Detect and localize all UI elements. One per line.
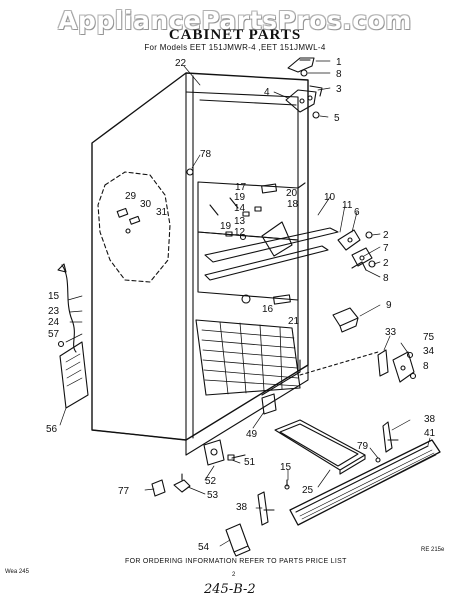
callout-16: 16 xyxy=(262,304,274,315)
callout-4: 4 xyxy=(264,87,270,98)
callout-8b: 8 xyxy=(383,273,389,284)
callout-21: 21 xyxy=(288,316,300,327)
cabinet-shell xyxy=(91,72,339,456)
callout-25: 25 xyxy=(302,485,314,496)
bottom-hinge-parts xyxy=(151,393,277,497)
callout-31: 31 xyxy=(156,207,168,218)
callout-15b: 15 xyxy=(280,462,292,473)
callout-19: 19 xyxy=(234,192,246,203)
callout-22: 22 xyxy=(175,58,187,69)
watermark: AppliancePartsPros.com xyxy=(58,6,412,35)
callout-54: 54 xyxy=(198,542,210,553)
callout-6: 6 xyxy=(354,207,360,218)
callout-29: 29 xyxy=(125,191,137,202)
fasteners xyxy=(186,168,293,305)
control-panel-56 xyxy=(57,263,89,409)
page-title: CABINET PARTS xyxy=(168,27,302,43)
callout-49: 49 xyxy=(246,429,258,440)
callout-19b: 19 xyxy=(220,221,232,232)
right-hinge-bracket xyxy=(337,229,376,271)
handwritten-note: 245-B-2 xyxy=(204,582,256,597)
callout-15: 15 xyxy=(48,291,60,302)
callout-3: 3 xyxy=(336,84,342,95)
callout-53: 53 xyxy=(207,490,219,501)
callout-2b: 2 xyxy=(383,258,389,269)
callout-56: 56 xyxy=(46,424,58,435)
callout-34: 34 xyxy=(423,346,435,357)
crisper-tray-25 xyxy=(274,419,366,475)
callout-9: 9 xyxy=(386,300,392,311)
callout-18: 18 xyxy=(287,199,299,210)
drawing-code: RE 215e xyxy=(421,547,445,553)
callout-10: 10 xyxy=(324,192,336,203)
callout-38b: 38 xyxy=(236,502,248,513)
reference-code: Wea 245 xyxy=(5,569,29,575)
callout-20: 20 xyxy=(286,188,298,199)
callout-8c: 8 xyxy=(423,361,429,372)
side-cutaway xyxy=(97,171,171,283)
callout-30: 30 xyxy=(140,199,152,210)
part-54-cover xyxy=(225,523,251,557)
callout-1: 1 xyxy=(336,57,342,68)
hinge-bracket-lower xyxy=(299,349,417,383)
callout-labels: 22 1 8 3 4 5 78 17 20 10 11 6 2 7 2 8 29… xyxy=(46,57,436,553)
callout-52: 52 xyxy=(205,476,217,487)
callout-23: 23 xyxy=(48,306,60,317)
callout-2: 2 xyxy=(383,230,389,241)
callout-13: 13 xyxy=(234,216,246,227)
leader-lines xyxy=(59,60,431,547)
callout-57: 57 xyxy=(48,329,60,340)
callout-75: 75 xyxy=(423,332,435,343)
callout-17: 17 xyxy=(235,182,247,193)
callout-79: 79 xyxy=(357,441,369,452)
callout-14: 14 xyxy=(234,203,246,214)
callout-51: 51 xyxy=(244,457,256,468)
mounting-brackets-38 xyxy=(257,421,399,526)
callout-12: 12 xyxy=(234,227,246,238)
ordering-note: FOR ORDERING INFORMATION REFER TO PARTS … xyxy=(125,558,347,565)
callout-78: 78 xyxy=(200,149,212,160)
latch-part-9 xyxy=(332,307,359,333)
callout-33: 33 xyxy=(385,327,397,338)
model-numbers: For Models EET 151JMWR-4 ,EET 151JMWL-4 xyxy=(144,43,326,52)
top-hinge xyxy=(285,57,323,119)
callout-11: 11 xyxy=(342,200,353,211)
callout-7: 7 xyxy=(383,243,389,254)
callout-5: 5 xyxy=(334,113,340,124)
callout-41: 41 xyxy=(424,428,436,439)
callout-24: 24 xyxy=(48,317,60,328)
kick-plate-grille-41 xyxy=(289,439,441,526)
page-number: 2 xyxy=(232,572,236,578)
callout-8: 8 xyxy=(336,69,342,80)
callout-77: 77 xyxy=(118,486,130,497)
callout-38: 38 xyxy=(424,414,436,425)
